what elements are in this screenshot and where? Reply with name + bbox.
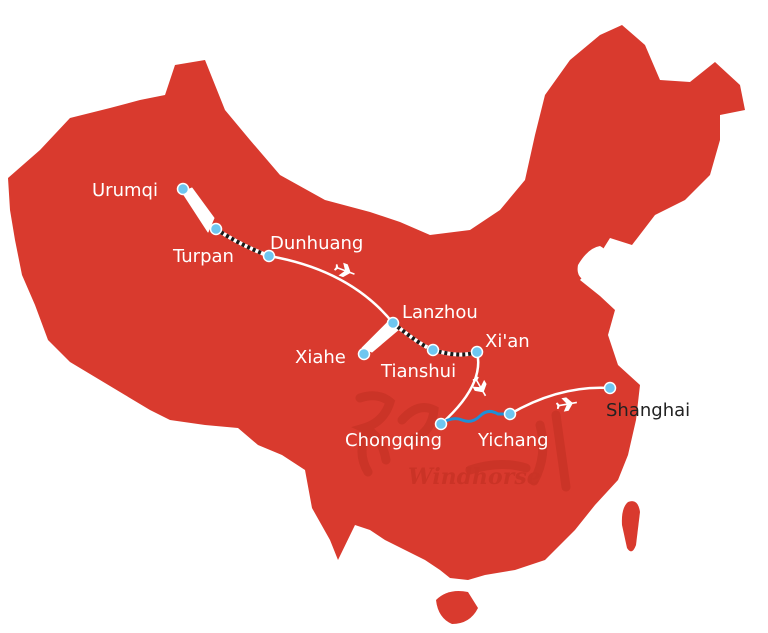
city-label-chongqing: Chongqing — [345, 430, 442, 451]
airplane-icon — [334, 262, 355, 278]
windhorse-watermark: Windhorse — [351, 391, 571, 492]
windhorse-calligraphy — [351, 391, 571, 492]
city-dot-yichang — [503, 407, 517, 421]
city-dot-chongqing — [434, 417, 448, 431]
city-dot-shanghai — [603, 381, 617, 395]
city-dot-urumqi — [176, 182, 190, 196]
city-dot-turpan — [209, 222, 223, 236]
airplane-icon — [555, 397, 578, 412]
city-label-turpan: Turpan — [172, 246, 234, 267]
city-label-dunhuang: Dunhuang — [270, 233, 363, 254]
city-label-yichang: Yichang — [477, 430, 549, 451]
city-label-lanzhou: Lanzhou — [402, 302, 478, 323]
taiwan-island — [621, 501, 640, 552]
bohai-sea — [577, 246, 609, 281]
city-dot-lanzhou — [386, 316, 400, 330]
city-label-tianshui: Tianshui — [380, 361, 456, 382]
city-dot-dunhuang — [262, 249, 276, 263]
city-dot-tianshui — [426, 343, 440, 357]
route-chongqing-yichang-cruise — [439, 409, 512, 426]
city-label-shanghai: Shanghai — [606, 400, 690, 421]
watermark-brand: Windhorse — [408, 464, 541, 490]
route-xian-chongqing-flight — [439, 350, 480, 426]
china-mainland — [8, 25, 745, 580]
city-dot-xiahe — [357, 347, 371, 361]
city-label-urumqi: Urumqi — [92, 180, 158, 201]
city-dot-xian — [470, 345, 484, 359]
airplane-icon — [472, 376, 487, 397]
route-dunhuang-lanzhou-flight — [267, 254, 395, 325]
hainan-island — [436, 591, 478, 624]
city-label-xiahe: Xiahe — [295, 347, 346, 368]
route-yichang-shanghai-flight — [508, 386, 612, 416]
city-label-xian: Xi'an — [485, 331, 530, 352]
